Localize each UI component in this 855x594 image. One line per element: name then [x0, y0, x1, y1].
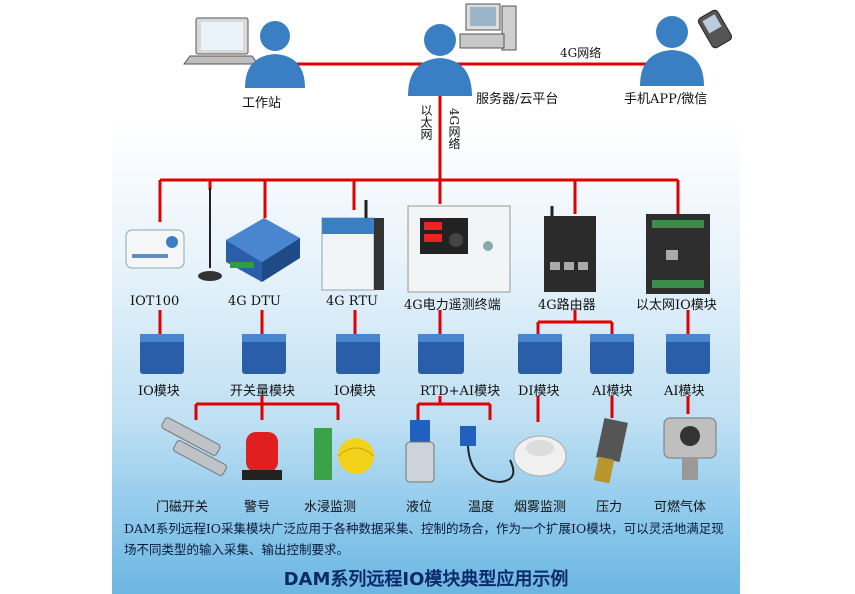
sensor-label-door: 门磁开关 [156, 500, 209, 515]
gateway-label-ethernet-io: 以太网IO模块 [636, 298, 717, 313]
ethernet-vertical-label: 以太网 [419, 104, 433, 140]
server-icon [459, 3, 517, 51]
sensor-label-level: 液位 [406, 500, 433, 515]
server-label: 服务器/云平台 [476, 92, 559, 107]
connection-lines [158, 62, 690, 422]
combustible-gas-detector-icon [663, 417, 717, 480]
4g-rtu-device-icon [321, 200, 384, 291]
ethernet-io-module-icon [646, 214, 710, 294]
dam-module-icon [418, 334, 464, 374]
gateway-label-4g-dtu: 4G DTU [228, 294, 281, 309]
footer-title: DAM系列远程IO模块典型应用示例 [283, 569, 569, 590]
power-telemetry-terminal-icon [407, 205, 511, 293]
antenna-icon [198, 188, 222, 281]
description-text: DAM系列远程IO采集模块广泛应用于各种数据采集、控制的场合，作为一个扩展IO模… [124, 521, 724, 557]
water-leak-sensor-icon [314, 428, 375, 480]
gateway-label-power-terminal: 4G电力遥测终端 [404, 298, 501, 313]
dam-module-icon [590, 334, 634, 374]
module-label-ai-2: AI模块 [664, 384, 705, 399]
door-magnet-switch-icon [161, 417, 227, 476]
pressure-sensor-icon [593, 417, 628, 484]
alarm-siren-icon [242, 432, 282, 480]
mobile-phone-icon [697, 9, 733, 49]
temperature-sensor-icon [460, 426, 515, 484]
iot100-device-icon [125, 229, 185, 269]
phone-label: 手机APP/微信 [624, 92, 708, 107]
server-person-icon [408, 24, 472, 96]
sensor-label-pressure: 压力 [596, 500, 623, 515]
sensor-label-water: 水浸监测 [304, 500, 357, 515]
laptop-icon [183, 17, 259, 65]
4g-vertical-label: 4G网络 [447, 108, 461, 150]
module-label-rtd-ai: RTD+AI模块 [420, 384, 501, 399]
sensor-label-temperature: 温度 [468, 500, 495, 515]
4g-router-icon [544, 206, 596, 292]
phone-person-icon [640, 16, 704, 86]
module-label-io-2: IO模块 [334, 384, 376, 399]
4g-dtu-device-icon [226, 218, 300, 282]
gateway-label-iot100: IOT100 [130, 294, 180, 309]
diagram-panel [112, 0, 740, 594]
dam-module-icon [666, 334, 710, 374]
workstation-person-icon [245, 21, 305, 88]
module-label-switch: 开关量模块 [230, 384, 296, 399]
dam-module-icon [336, 334, 380, 374]
dam-module-icon [140, 334, 184, 374]
module-label-di: DI模块 [518, 384, 560, 399]
gateway-label-4g-rtu: 4G RTU [326, 294, 378, 309]
dam-module-icon [518, 334, 562, 374]
sensor-label-gas: 可燃气体 [654, 500, 707, 515]
workstation-label: 工作站 [242, 96, 282, 111]
module-label-ai: AI模块 [592, 384, 633, 399]
sensor-label-smoke: 烟雾监测 [514, 500, 567, 515]
liquid-level-sensor-icon [405, 420, 435, 483]
sensor-label-siren: 警号 [244, 500, 271, 515]
smoke-detector-icon [513, 435, 567, 477]
io-modules [140, 334, 710, 374]
4g-network-link-label: 4G网络 [560, 46, 602, 60]
module-label-io: IO模块 [138, 384, 180, 399]
gateway-label-4g-router: 4G路由器 [538, 298, 596, 313]
dam-module-icon [242, 334, 286, 374]
